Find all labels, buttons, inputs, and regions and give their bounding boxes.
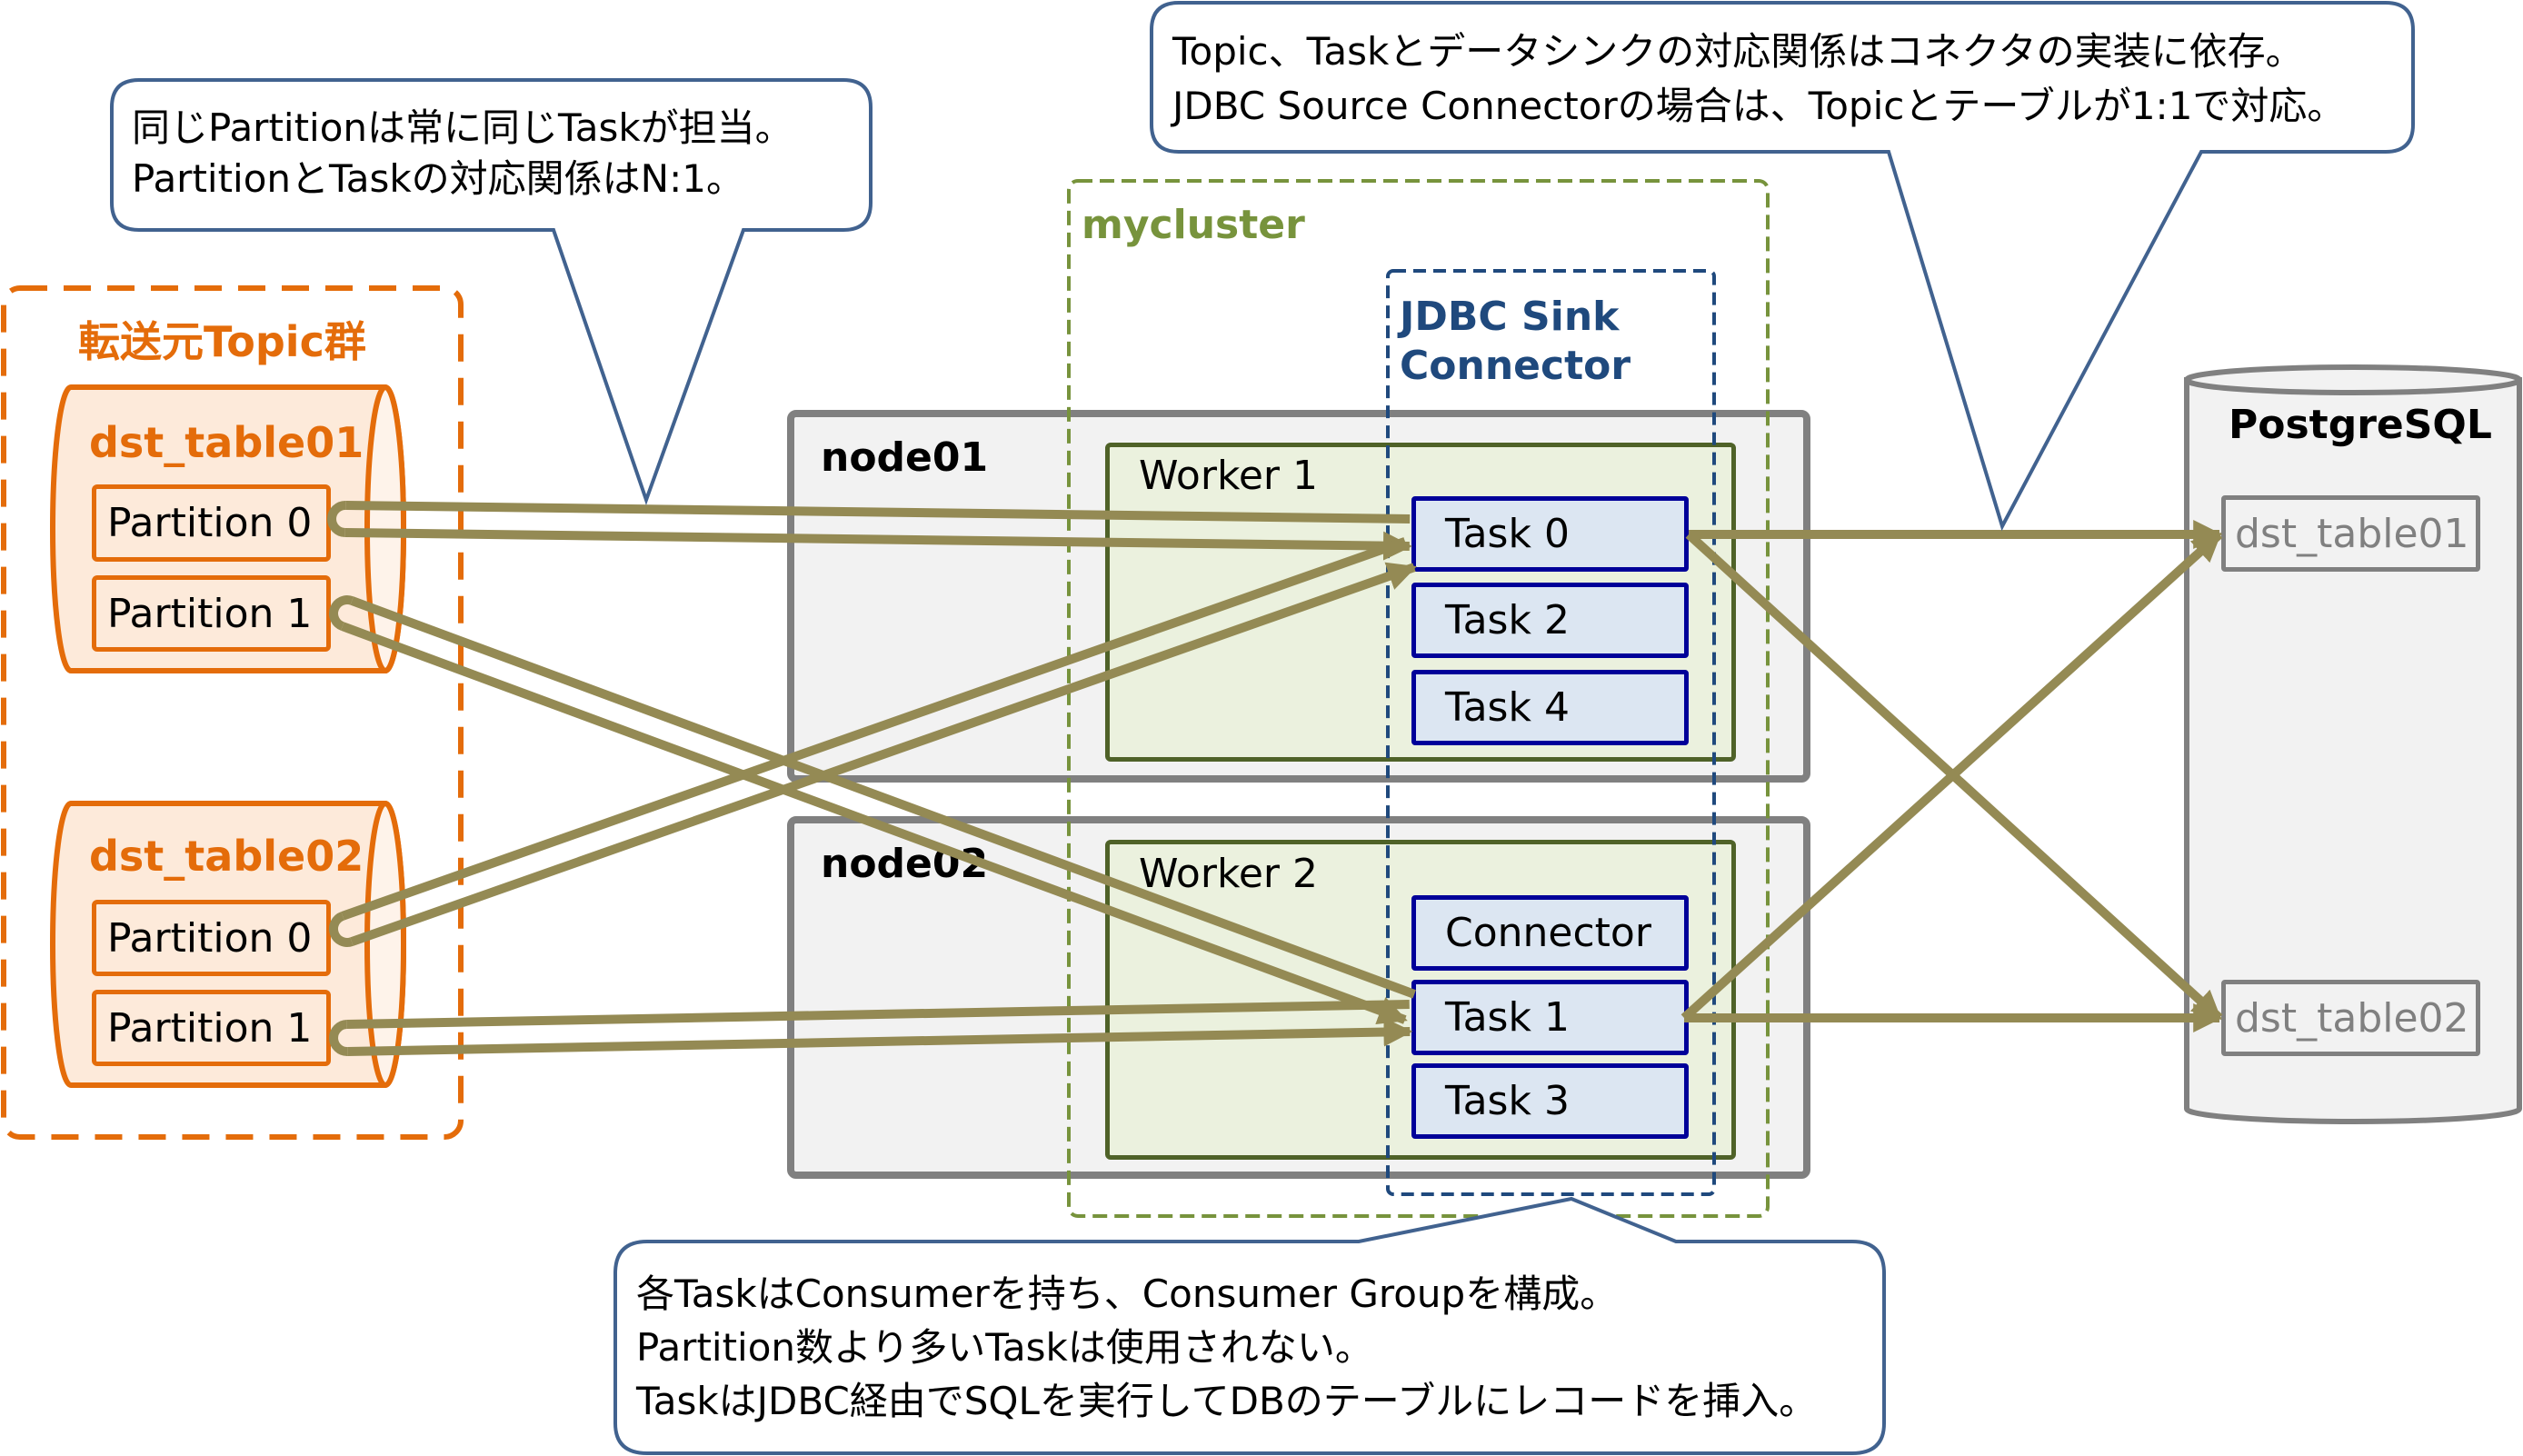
callout-consumer-group-line1: 各TaskはConsumerを持ち、Consumer Groupを構成。 bbox=[636, 1272, 1619, 1316]
task-2[interactable]: Task 2 bbox=[1411, 583, 1689, 658]
callout-topic-sink-line2: JDBC Source Connectorの場合は、Topicとテーブルが1:1… bbox=[1172, 84, 2346, 128]
topic-name-dst-table02: dst_table02 bbox=[89, 832, 364, 881]
sink-table-dst-table02[interactable]: dst_table02 bbox=[2221, 980, 2480, 1056]
jdbc-sink-connector-group bbox=[1386, 269, 1716, 1196]
flow-line-lower bbox=[344, 527, 1413, 561]
callout-partition-task: 同じPartitionは常に同じTaskが担当。 PartitionとTaskの… bbox=[132, 103, 793, 204]
flow-task-to-table bbox=[1680, 531, 2223, 1022]
callout-consumer-group: 各TaskはConsumerを持ち、Consumer Groupを構成。 Par… bbox=[636, 1267, 1817, 1428]
topic2-partition-1[interactable]: Partition 1 bbox=[92, 990, 331, 1066]
flow-loop-cap bbox=[327, 501, 346, 537]
node01-label: node01 bbox=[821, 434, 989, 481]
callout-partition-task-line1: 同じPartitionは常に同じTaskが担当。 bbox=[132, 105, 793, 150]
flow-line-upper bbox=[341, 537, 1407, 921]
topic-name-dst-table01: dst_table01 bbox=[89, 418, 364, 467]
connector-group-label-line1: JDBC Sink bbox=[1400, 294, 1620, 340]
flow-line-lower bbox=[341, 622, 1408, 1025]
flow-partition-to-task bbox=[329, 1020, 348, 1057]
connector-group-label: JDBC Sink Connector bbox=[1400, 293, 1630, 391]
task-3[interactable]: Task 3 bbox=[1411, 1063, 1689, 1139]
callout-topic-sink-shape bbox=[1150, 1, 2415, 532]
callout-consumer-group-line2: Partition数より多いTaskは使用されない。 bbox=[636, 1325, 1373, 1370]
task-1[interactable]: Task 1 bbox=[1411, 980, 1689, 1055]
worker2-label: Worker 2 bbox=[1139, 851, 1318, 897]
flow-line-upper bbox=[346, 1000, 1410, 1030]
mycluster-group bbox=[1067, 179, 1770, 1218]
callout-topic-sink: Topic、Taskとデータシンクの対応関係はコネクタの実装に依存。 JDBC … bbox=[1172, 25, 2345, 134]
flow-line-lower bbox=[350, 562, 1417, 946]
callout-topic-sink-line1: Topic、Taskとデータシンクの対応関係はコネクタの実装に依存。 bbox=[1172, 29, 2304, 74]
callout-partition-task-line2: PartitionとTaskの対応関係はN:1。 bbox=[132, 156, 744, 201]
connector-instance[interactable]: Connector bbox=[1411, 895, 1689, 971]
flow-loop-cap bbox=[329, 595, 354, 631]
topic1-partition-1[interactable]: Partition 1 bbox=[92, 575, 331, 652]
topic2-partition-0[interactable]: Partition 0 bbox=[92, 900, 331, 976]
flow-partition-to-task bbox=[329, 595, 354, 631]
worker1-label: Worker 1 bbox=[1139, 453, 1318, 499]
source-topic-group bbox=[1, 285, 464, 1140]
source-group-title: 転送元Topic群 bbox=[78, 317, 366, 366]
callout-partition-task-shape bbox=[110, 78, 873, 506]
flow-line-lower bbox=[347, 1017, 1413, 1056]
flow-loop-cap bbox=[329, 912, 354, 947]
sink-table-dst-table01[interactable]: dst_table01 bbox=[2221, 495, 2480, 572]
flow-partition-to-task bbox=[329, 912, 354, 947]
postgresql-label: PostgreSQL bbox=[2229, 402, 2492, 448]
task-4[interactable]: Task 4 bbox=[1411, 670, 1689, 745]
node02-label: node02 bbox=[821, 841, 989, 887]
callout-consumer-group-shape bbox=[613, 1196, 1886, 1455]
mycluster-label: mycluster bbox=[1082, 202, 1305, 248]
topic1-partition-0[interactable]: Partition 0 bbox=[92, 484, 331, 562]
task-0[interactable]: Task 0 bbox=[1411, 496, 1689, 572]
callout-consumer-group-line3: TaskはJDBC経由でSQLを実行してDBのテーブルにレコードを挿入。 bbox=[636, 1379, 1818, 1423]
flow-line-upper bbox=[345, 501, 1411, 524]
flow-loop-cap bbox=[329, 1020, 348, 1057]
flow-partition-to-task bbox=[327, 501, 346, 537]
flow-line-upper bbox=[350, 596, 1416, 999]
connector-group-label-line2: Connector bbox=[1400, 343, 1631, 389]
